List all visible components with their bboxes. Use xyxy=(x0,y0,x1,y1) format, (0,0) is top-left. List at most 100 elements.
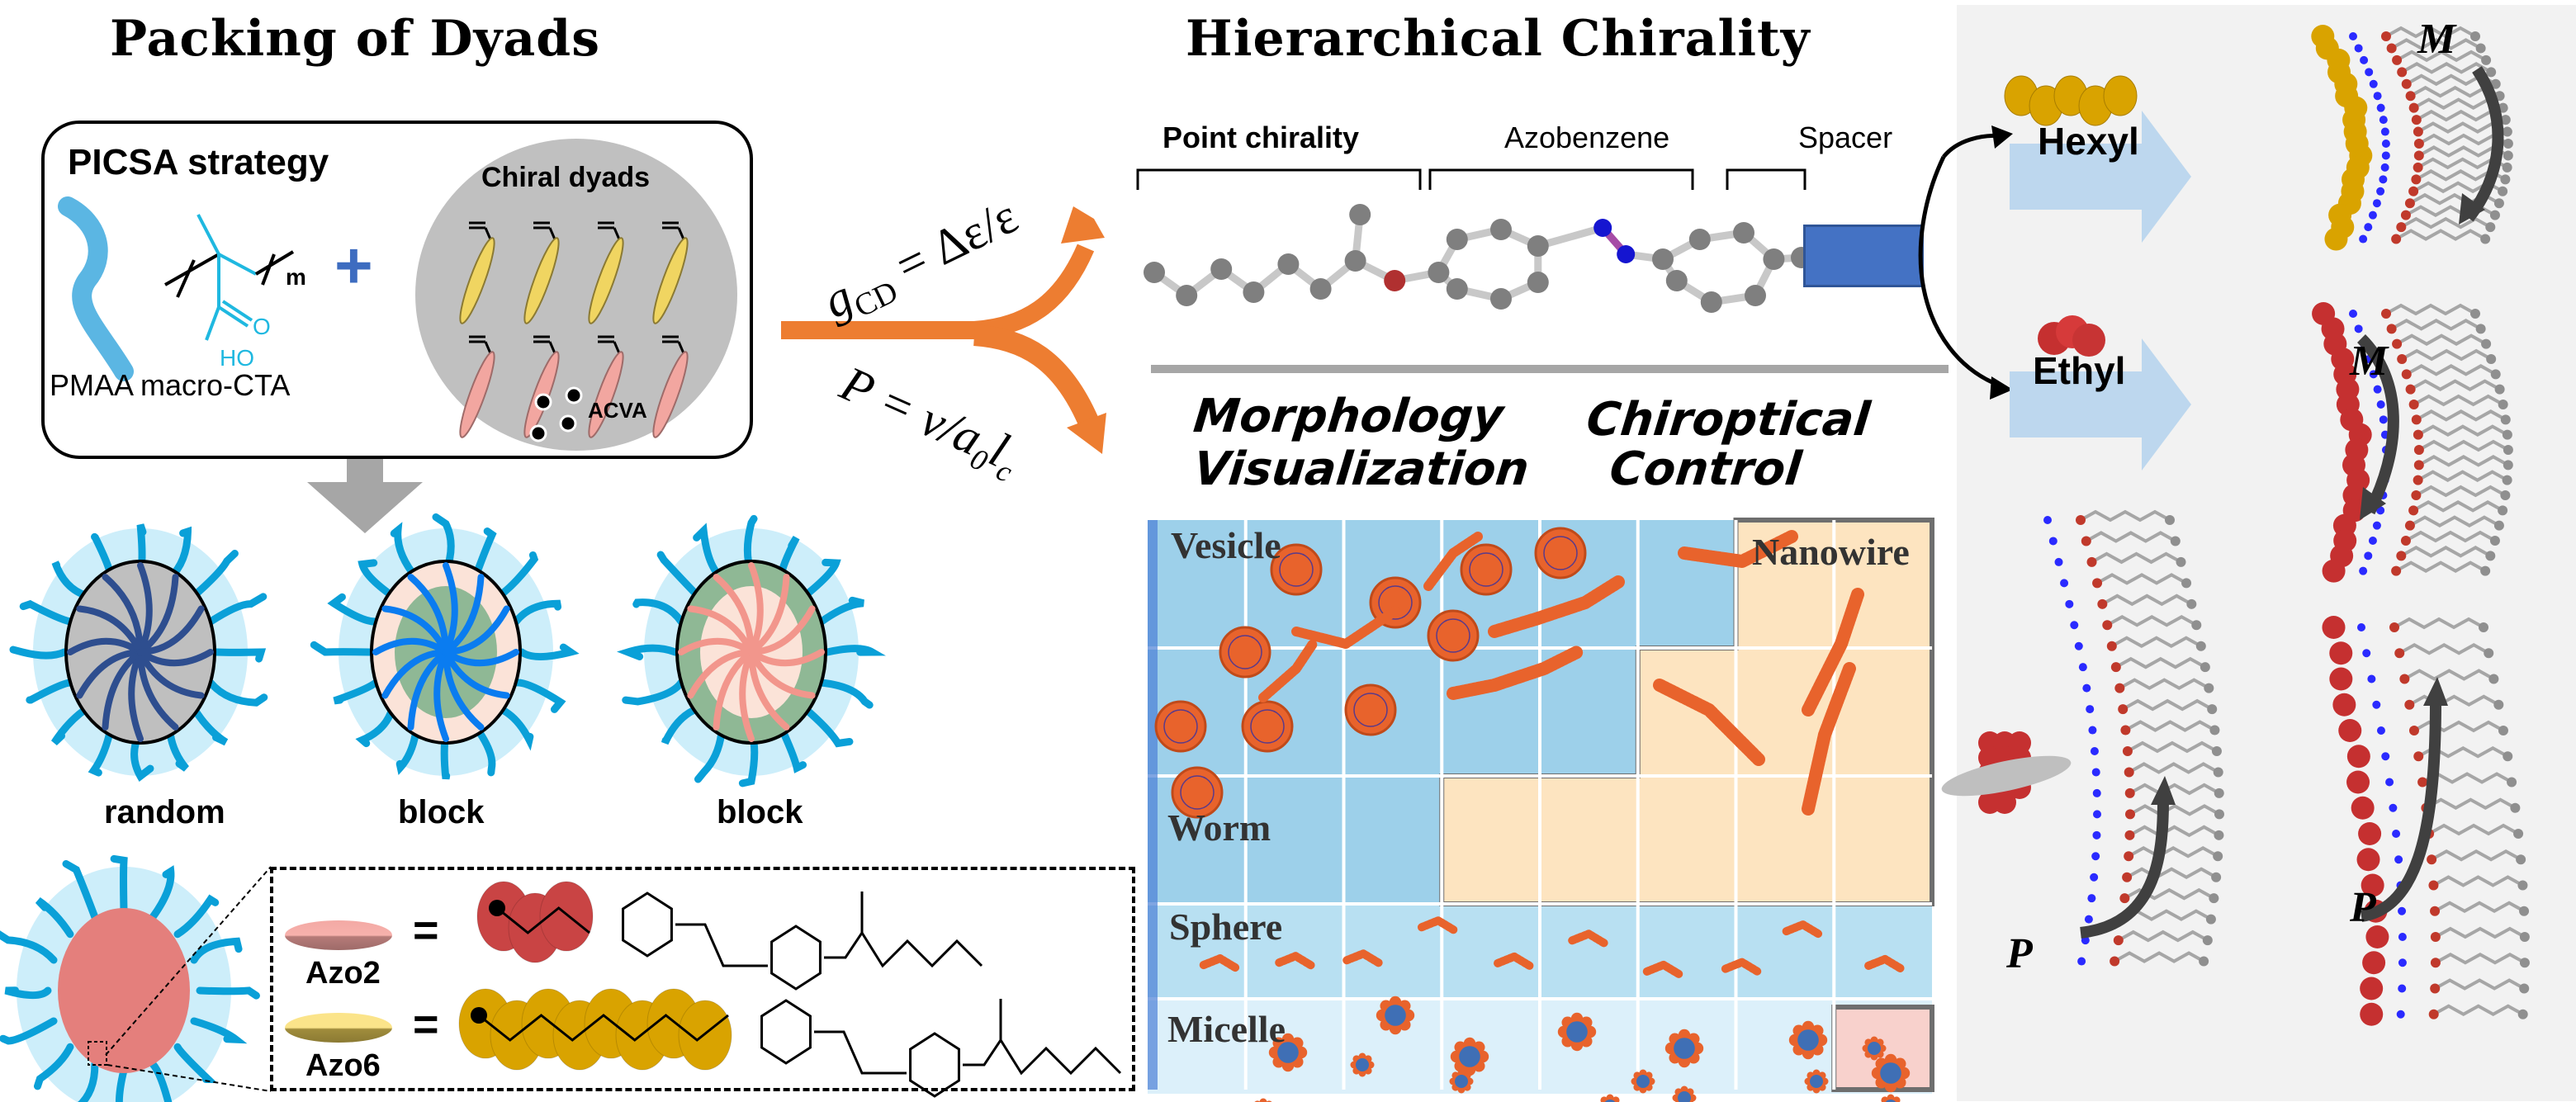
alkyl-tail xyxy=(2432,875,2524,887)
core-chain xyxy=(433,649,449,742)
core-chain xyxy=(748,649,816,699)
core-chain xyxy=(687,649,755,699)
tail-atom xyxy=(2494,384,2505,395)
helix-model-hexyl xyxy=(2311,25,2513,251)
helix-direction-arrowhead xyxy=(2423,677,2448,706)
atom xyxy=(1527,235,1549,257)
sphere-particle-shell xyxy=(1802,1020,1815,1033)
nitrogen-atom xyxy=(2090,747,2099,755)
tail-atom xyxy=(2485,551,2496,561)
vesicle-membrane xyxy=(1469,552,1503,587)
dyad-vinyl-icon xyxy=(533,221,556,240)
atom xyxy=(1490,219,1512,240)
alkyl-tail xyxy=(2431,849,2522,862)
tail-atom xyxy=(2517,1009,2528,1019)
tail-atom xyxy=(2205,914,2216,925)
spacefill-atom xyxy=(539,881,594,952)
vesicle-membrane xyxy=(1436,618,1470,653)
sphere-particle-shell xyxy=(1884,1080,1897,1093)
corona-chain xyxy=(622,679,685,706)
azo6-ellipsoid-icon xyxy=(285,1013,392,1043)
sphere-particle-shell xyxy=(1584,1025,1597,1038)
nitrogen-atom xyxy=(2381,151,2390,160)
alkyl-tail xyxy=(2124,720,2216,732)
dyad-vinyl-icon xyxy=(533,335,556,354)
sphere-particle-shell xyxy=(1450,1050,1463,1063)
worm-particle xyxy=(1782,920,1824,939)
sphere-particle-shell xyxy=(1812,1085,1821,1094)
region-label-micelle: Micelle xyxy=(1167,1008,1286,1050)
oxygen-atom xyxy=(2430,983,2441,994)
oxygen-atom xyxy=(2413,445,2424,455)
nitrogen-atom xyxy=(2379,175,2388,184)
sphere-particle-shell xyxy=(1358,1069,1366,1077)
sphere-particle-shell xyxy=(1678,1055,1691,1068)
m-subscript: m xyxy=(286,264,306,290)
oxygen-atom xyxy=(2118,704,2129,715)
bond xyxy=(1537,224,1604,250)
sphere-particle-shell xyxy=(1862,1044,1870,1052)
down-arrow-icon xyxy=(307,459,423,533)
segment-label-azobenzene: Azobenzene xyxy=(1504,121,1670,154)
atom xyxy=(1176,285,1198,306)
tail-atom xyxy=(2503,445,2513,455)
core-chain xyxy=(748,649,825,667)
worm-particle xyxy=(1342,949,1385,968)
core-chain xyxy=(713,574,755,655)
sphere-particle-shell xyxy=(1878,1044,1887,1052)
sphere-particle-shell xyxy=(1281,1033,1295,1046)
segment-bracket xyxy=(1428,168,1694,190)
corona-chain xyxy=(115,1067,128,1102)
chiroptical-heading-line2: Control xyxy=(1607,442,1804,496)
tail-atom xyxy=(2486,67,2497,78)
alkyl-tail xyxy=(2394,617,2484,630)
oxygen-atom xyxy=(2408,400,2419,409)
sphere-particle-shell xyxy=(1680,1085,1688,1094)
sphere-particle-shell xyxy=(1557,1025,1570,1038)
nitrogen-atom xyxy=(2090,873,2099,882)
atom xyxy=(1428,262,1450,283)
dyad-vinyl-icon xyxy=(469,221,492,240)
worm-particle xyxy=(1802,588,1864,717)
core-chain xyxy=(137,605,205,655)
nitrogen-atom xyxy=(2360,55,2369,64)
oxygen-atom xyxy=(2113,935,2124,946)
methacrylic-acid-structure-icon xyxy=(164,214,295,341)
azo2-label: Azo2 xyxy=(305,956,381,991)
dyad-vinyl-icon xyxy=(662,335,685,354)
sphere-particle-shell xyxy=(1457,1085,1466,1094)
sphere-particle-shell xyxy=(1870,1036,1878,1044)
atom xyxy=(1446,229,1468,250)
tail-atom xyxy=(2498,726,2508,735)
plus-icon: + xyxy=(334,229,373,302)
oxygen-atom xyxy=(2411,490,2422,500)
alkyl-tail xyxy=(2415,485,2507,498)
corona-chain xyxy=(9,646,69,660)
tail-atom xyxy=(2498,400,2508,409)
tail-atom xyxy=(2204,683,2214,693)
alkyl-chain xyxy=(496,906,590,934)
spacefill-atom xyxy=(2358,822,2382,845)
sphere-particle-shell xyxy=(1295,1046,1308,1059)
azo-linkage xyxy=(675,923,768,967)
atom xyxy=(1617,245,1636,263)
hexyl-atom xyxy=(2103,75,2138,116)
region-label-vesicle: Vesicle xyxy=(1171,524,1281,566)
tail-atom xyxy=(2488,674,2499,684)
sphere-particle-core xyxy=(1277,1042,1299,1063)
worm-particle xyxy=(1653,679,1765,766)
spacefill-atom xyxy=(2332,693,2356,717)
alkyl-tail xyxy=(2413,500,2504,513)
core-chain xyxy=(407,649,449,731)
hexyl-arrow xyxy=(2010,111,2191,243)
atom xyxy=(1490,288,1512,310)
nitrogen-atom xyxy=(2357,623,2365,631)
tail-atom xyxy=(2498,505,2508,516)
alkyl-tail xyxy=(2396,333,2488,346)
corona-chain xyxy=(173,1043,218,1084)
corona-chain xyxy=(333,679,380,705)
tail-atom xyxy=(2480,565,2491,576)
micelle-block-1 xyxy=(310,513,580,780)
nitrogen-atom xyxy=(2372,700,2381,709)
alkyl-tail xyxy=(2126,740,2218,754)
